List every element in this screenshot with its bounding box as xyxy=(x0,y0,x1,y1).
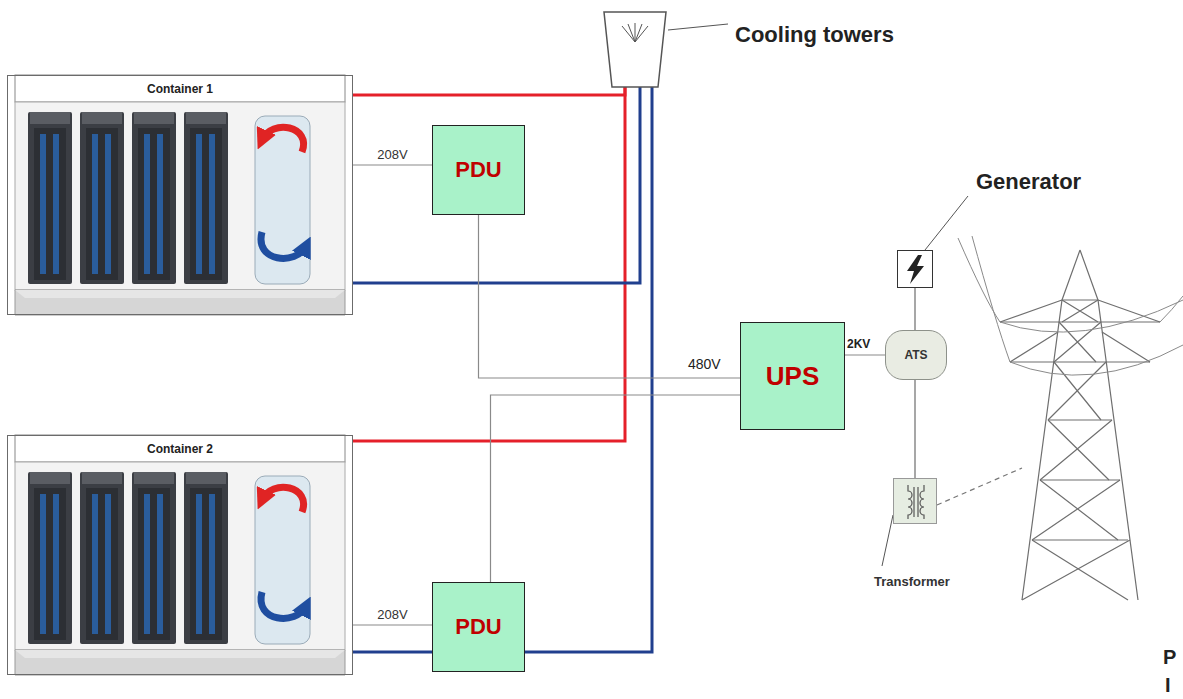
pdu-box: PDU xyxy=(432,582,525,672)
node-label: Transformer xyxy=(874,574,950,589)
ups-box: UPS xyxy=(740,322,845,430)
feeder-line xyxy=(937,468,1022,505)
lightning-symbol xyxy=(898,251,932,287)
leader-lines xyxy=(668,24,968,566)
container-heading: Container 1 xyxy=(8,82,352,96)
voltage-label: 208V xyxy=(375,607,409,622)
power-wire xyxy=(914,288,916,330)
cold-water-pipe xyxy=(353,87,652,652)
container-box: Container 2 xyxy=(7,435,353,675)
node-label: PDU xyxy=(455,614,501,640)
node-label: Cooling towers xyxy=(735,22,894,48)
transformer-symbol: Transformer xyxy=(893,478,937,524)
hot-water-pipe xyxy=(353,87,625,441)
container-body xyxy=(15,75,345,315)
cold-water-pipe xyxy=(353,87,640,283)
power-lines xyxy=(958,236,1183,375)
cooling-tower: Cooling towers xyxy=(600,12,670,87)
transmission-tower xyxy=(1000,250,1160,600)
power-wire xyxy=(914,380,916,478)
power-wire xyxy=(845,354,885,355)
coil-symbol xyxy=(894,479,936,523)
node-label: ATS xyxy=(904,348,927,362)
container-heading: Container 2 xyxy=(8,442,352,456)
ats-box: ATS xyxy=(885,330,947,380)
cooling-tower-outline xyxy=(600,12,670,87)
cropped-text: I xyxy=(1165,674,1171,697)
generator-symbol: Generator xyxy=(897,250,933,288)
power-wire xyxy=(353,624,432,625)
voltage-label: 208V xyxy=(375,147,409,162)
container-body xyxy=(15,435,345,675)
container-box: Container 1 xyxy=(7,75,353,315)
node-label: PDU xyxy=(455,157,501,183)
pdu-box: PDU xyxy=(432,125,525,215)
voltage-label: 480V xyxy=(688,356,721,372)
power-wire xyxy=(491,395,741,582)
node-label: UPS xyxy=(766,361,819,392)
power-wire xyxy=(353,164,432,165)
hot-water-pipe xyxy=(353,87,625,95)
power-wire xyxy=(479,215,741,378)
cropped-text: P xyxy=(1163,646,1176,669)
voltage-label: 2KV xyxy=(847,337,870,351)
node-label: Generator xyxy=(976,169,1081,195)
